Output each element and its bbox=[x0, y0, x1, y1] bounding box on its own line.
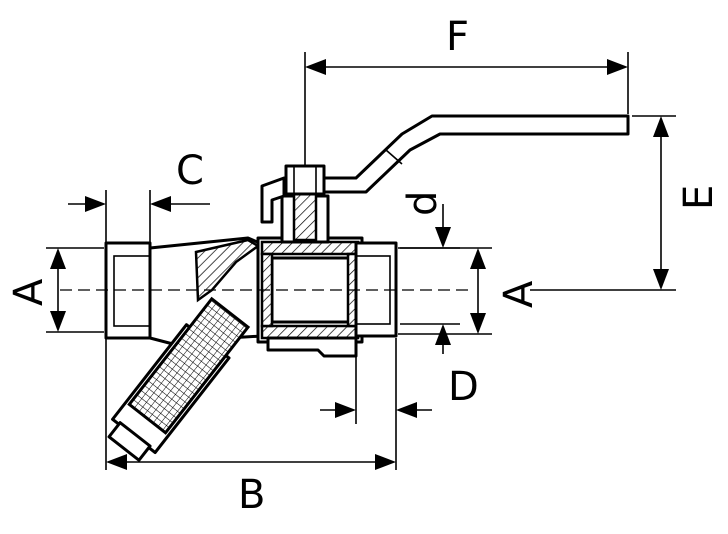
stem-assembly bbox=[260, 164, 330, 244]
label-b: B bbox=[238, 472, 265, 518]
label-e: E bbox=[676, 185, 722, 210]
stem-nut bbox=[284, 164, 326, 196]
dimension-small-d: d bbox=[400, 191, 460, 354]
lever-grip-mark bbox=[385, 149, 403, 165]
label-a-right: A bbox=[496, 280, 542, 308]
label-d: d bbox=[400, 191, 446, 216]
label-big-d: D bbox=[448, 364, 479, 410]
lever bbox=[322, 114, 630, 194]
dimension-e: E bbox=[632, 115, 722, 290]
label-f: F bbox=[446, 14, 469, 60]
dimension-c: C bbox=[68, 148, 210, 248]
strainer-mesh bbox=[127, 296, 251, 435]
lower-nut bbox=[266, 336, 358, 358]
lever-handle bbox=[322, 114, 630, 194]
dimension-a-left: A bbox=[6, 247, 104, 333]
stem-nut-lines bbox=[293, 166, 317, 194]
ball-chamber-upper-section bbox=[260, 240, 360, 256]
label-a-left: A bbox=[6, 278, 52, 306]
ball-chamber-lower-section bbox=[260, 324, 360, 340]
valve-body bbox=[104, 236, 398, 358]
y-strainer bbox=[107, 296, 251, 462]
dimension-f: F bbox=[304, 14, 629, 166]
handle-collar bbox=[260, 176, 286, 224]
label-c: C bbox=[176, 148, 204, 194]
strainer-housing-section bbox=[194, 238, 261, 303]
dimension-b: B bbox=[105, 338, 397, 518]
strainer-plug bbox=[107, 421, 152, 462]
dimension-big-d: D bbox=[320, 338, 479, 424]
dimension-a-right: A bbox=[398, 247, 542, 335]
